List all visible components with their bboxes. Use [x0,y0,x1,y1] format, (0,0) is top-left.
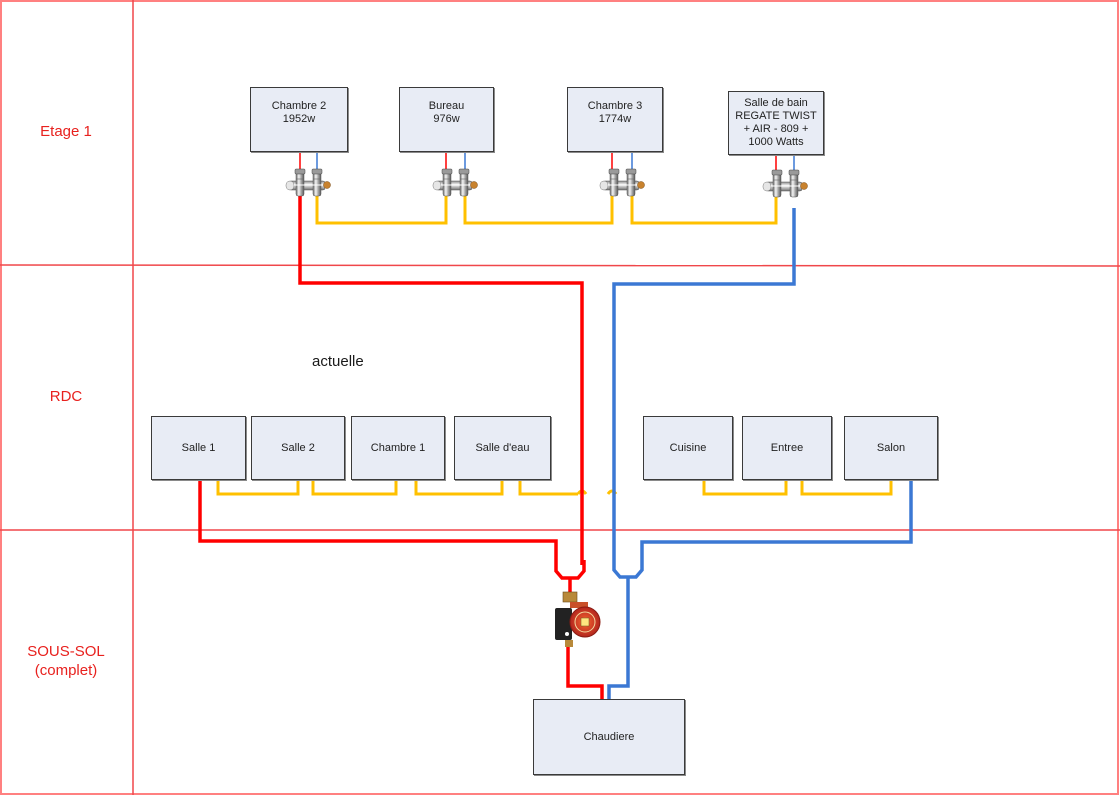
loop-pipe [311,480,398,496]
radiator-valve-icon[interactable] [599,168,645,197]
room-salon[interactable]: Salon [844,416,938,480]
hot-feeders [299,152,777,170]
loop-pipe [216,480,300,496]
loop-pipe [800,480,893,496]
cold-pipe-return [612,208,913,579]
circulator-pump-icon[interactable] [555,591,601,647]
hot-pipe-rdc-supply [198,480,586,580]
loop-pipe [518,480,578,496]
loop-pipe [414,480,504,496]
loop-pipe [702,480,788,496]
divider-etage-rdc [0,264,1120,267]
loop-pipe [315,195,448,225]
floor-label-sous-sol: SOUS-SOL (complet) [27,643,105,679]
room-cuisine[interactable]: Cuisine [643,416,733,480]
room-salle-2[interactable]: Salle 2 [251,416,345,480]
hot-pipe-etage-supply [298,195,584,565]
room-salle-1[interactable]: Salle 1 [151,416,246,480]
hot-pipes [198,195,604,700]
cold-pipe-to-boiler [607,577,630,700]
floor-label-etage-1: Etage 1 [40,123,92,140]
radiator-valve-icon[interactable] [285,168,331,197]
loop-pipes [216,195,893,496]
room-entree[interactable]: Entree [742,416,832,480]
cold-feeders [316,152,795,170]
valves [285,168,808,198]
pump-motor-box [555,608,572,640]
room-chambre-1[interactable]: Chambre 1 [351,416,445,480]
loop-pipe [630,195,778,225]
cold-pipes [607,208,913,700]
radiator-valve-icon[interactable] [762,169,808,198]
floor-label-rdc: RDC [49,388,83,405]
annotation-actuelle: actuelle [312,353,364,370]
loop-pipe [463,195,614,225]
room-salle-d-eau[interactable]: Salle d'eau [454,416,551,480]
boiler-chaudiere[interactable]: Chaudiere [533,699,685,775]
radiator-valve-icon[interactable] [432,168,478,197]
hot-pipe-from-boiler [566,645,604,700]
